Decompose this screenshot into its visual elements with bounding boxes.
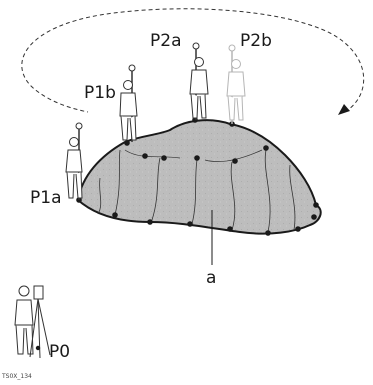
survey-point — [147, 219, 153, 225]
figure-reference: TS0X_134 — [1, 373, 32, 380]
survey-point — [194, 155, 200, 161]
survey-point — [142, 153, 148, 159]
surveyor-p2a — [190, 43, 208, 120]
survey-point — [124, 140, 130, 146]
survey-point — [227, 226, 233, 232]
survey-point — [265, 230, 271, 236]
label-p2b: P2b — [240, 31, 272, 51]
label-a: a — [206, 268, 216, 288]
surveyor-p2b — [227, 45, 245, 124]
label-p0: P0 — [49, 342, 70, 362]
survey-point — [161, 155, 167, 161]
instrument-operator-p0 — [15, 286, 50, 358]
survey-point — [232, 158, 238, 164]
survey-point — [112, 212, 118, 218]
label-p1a: P1a — [30, 188, 62, 208]
survey-point — [311, 214, 317, 220]
label-p1b: P1b — [84, 83, 116, 103]
orbit-arrowhead-icon — [338, 104, 350, 115]
prism-icon — [76, 123, 82, 129]
prism-icon — [193, 43, 199, 49]
surveyor-p1b — [120, 65, 137, 142]
prism-icon — [129, 65, 135, 71]
prism-icon — [229, 45, 235, 51]
surveyor-p1a — [66, 123, 82, 200]
survey-point — [187, 221, 193, 227]
survey-point — [295, 226, 301, 232]
label-p2a: P2a — [150, 31, 182, 51]
survey-point — [313, 202, 319, 208]
survey-point — [263, 145, 269, 151]
